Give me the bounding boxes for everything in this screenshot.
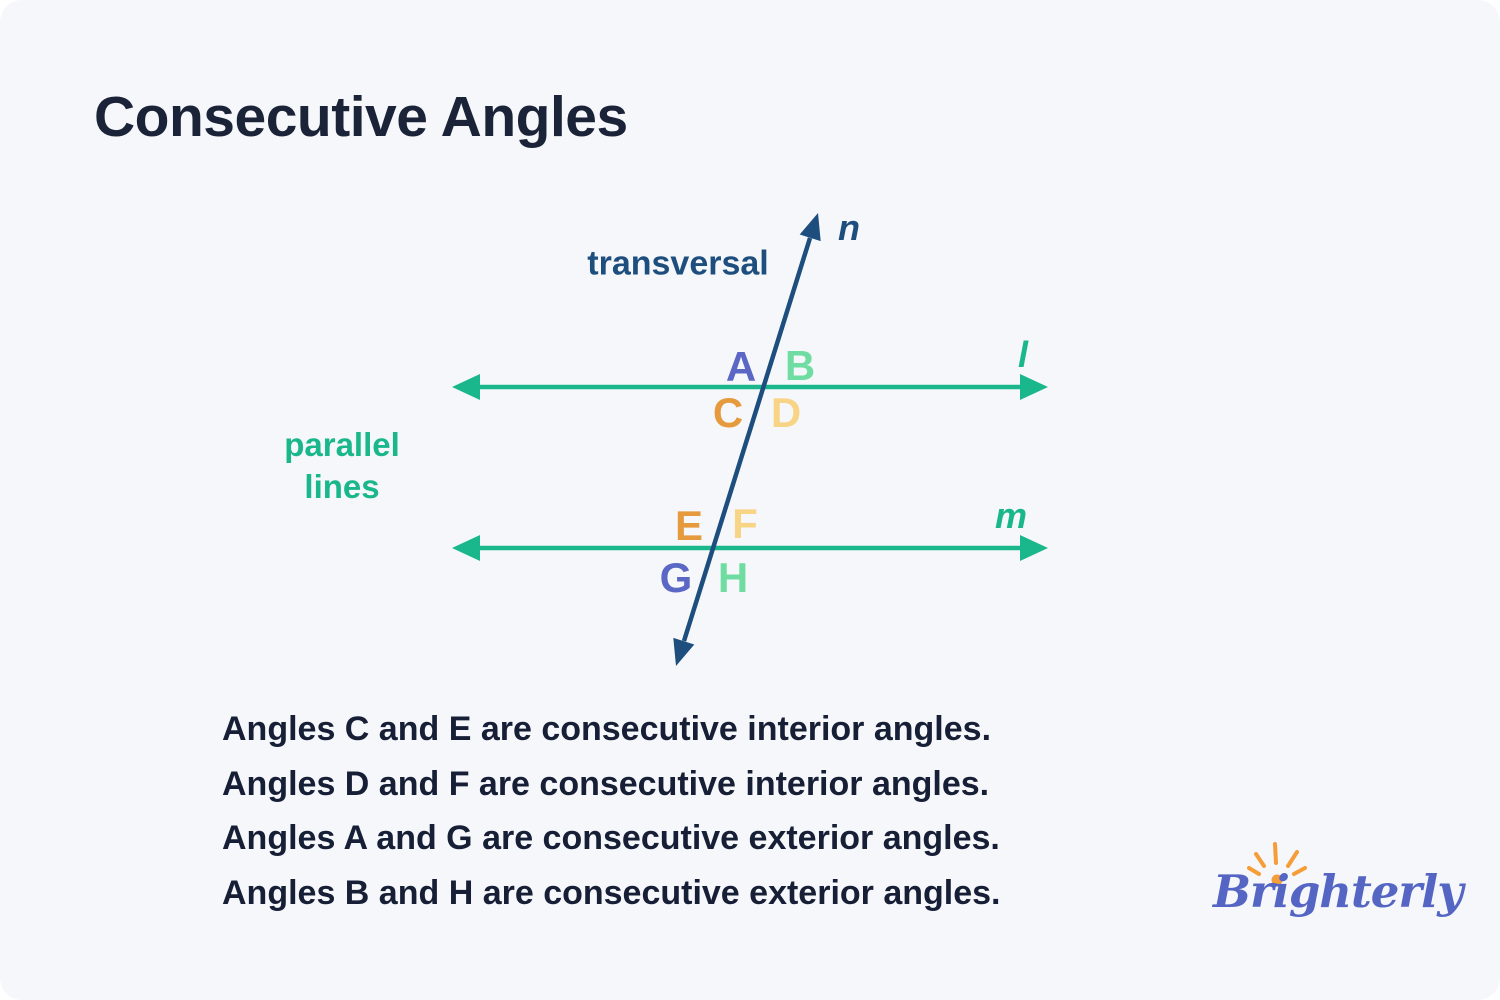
line-m-left-arrow-icon [452,535,480,561]
statement-line-1: Angles C and E are consecutive interior … [222,710,992,748]
parallel-lines-label-line2: lines [304,468,380,505]
line-m-right-arrow-icon [1020,535,1048,561]
transversal-bottom-arrow-icon [673,637,695,666]
angle-label-h: H [717,554,749,601]
sun-center-dot [1271,874,1283,886]
angle-label-a: A [725,343,757,390]
angle-label-b: B [784,342,816,389]
statements-block: Angles C and E are consecutive interior … [222,702,1001,920]
statement-line-2: Angles D and F are consecutive interior … [222,764,990,803]
line-l-right-arrow-icon [1020,374,1048,400]
transversal-top-arrow-icon [799,213,821,242]
parallel-lines-label-line1: parallel [284,426,400,463]
line-m-label: m [994,495,1028,536]
parallel-lines-label: parallel lines [284,424,400,508]
logo-text: Brighterly [1213,865,1463,918]
angle-label-d: D [770,389,802,436]
line-n-label: n [838,207,860,248]
transversal-label: transversal [587,244,769,283]
brighterly-logo: Brighterly [1205,835,1463,960]
line-l-label: l [1017,334,1029,375]
statement-line-4: Angles B and H are consecutive exterior … [222,873,1001,912]
page-title: Consecutive Angles [94,85,628,149]
angle-label-c: C [712,389,744,436]
statement-line-3: Angles A and G are consecutive exterior … [222,819,1000,857]
sun-icon [1247,842,1307,886]
angle-label-f: F [732,500,758,547]
sun-rays [1247,842,1307,876]
angle-label-e: E [674,502,704,549]
angle-label-g: G [659,554,693,601]
line-l-left-arrow-icon [452,374,480,400]
